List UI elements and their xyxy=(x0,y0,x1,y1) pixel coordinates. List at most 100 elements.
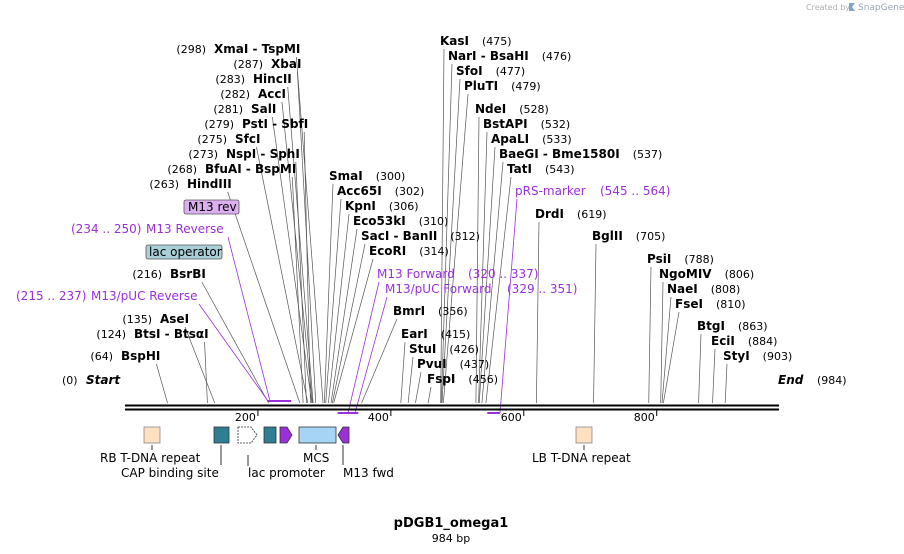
enzyme-position: (537) xyxy=(633,148,663,161)
enzyme-name: SalI xyxy=(251,102,276,116)
m13-fwd-glyph[interactable] xyxy=(337,426,350,444)
primer-prs-marker[interactable]: pRS-marker(545 .. 564) xyxy=(487,184,670,414)
enzyme-site-tati[interactable]: TatI(543) xyxy=(507,162,575,176)
enzyme-site-bglii[interactable]: BglII (705) xyxy=(592,229,665,243)
enzyme-site-ecii[interactable]: EciI(884) xyxy=(711,334,777,348)
enzyme-site-btgi[interactable]: BtgI(863) xyxy=(697,319,768,333)
m13-rev-glyph[interactable] xyxy=(279,426,293,444)
snapgene-logo-icon xyxy=(849,3,855,11)
enzyme-name: HindIII xyxy=(187,177,232,191)
enzyme-site-sfoi[interactable]: SfoI(477) xyxy=(456,64,525,78)
primer-leader-line xyxy=(347,281,380,414)
enzyme-site-kasi[interactable]: KasI(475) xyxy=(440,34,512,48)
enzyme-site-bmri[interactable]: BmrI(356) xyxy=(393,304,468,318)
enzyme-name: BmrI xyxy=(393,304,425,318)
primer-name: pRS-marker xyxy=(515,184,586,198)
enzyme-site-eari[interactable]: EarI(415) xyxy=(401,327,470,341)
enzyme-site-fsei[interactable]: FseI(810) xyxy=(675,297,746,311)
enzyme-position: (810) xyxy=(716,298,746,311)
lb-tdna-repeat-glyph[interactable] xyxy=(575,426,593,444)
enzyme-leader-line xyxy=(287,86,314,404)
enzyme-position: (124) xyxy=(96,328,126,341)
enzyme-leader-line xyxy=(660,281,664,404)
enzyme-site-bstapi[interactable]: BstAPI(532) xyxy=(483,117,570,131)
primer-m13-reverse[interactable]: M13 Reverse(234 .. 250) xyxy=(71,222,292,402)
enzyme-site-ngomiv[interactable]: NgoMIV(806) xyxy=(659,267,754,281)
enzyme-position: (705) xyxy=(636,230,666,243)
enzyme-site-kpni[interactable]: KpnI(306) xyxy=(345,199,419,213)
enzyme-leader-line xyxy=(440,48,445,404)
enzyme-site-asei[interactable]: AseI(135) xyxy=(122,312,189,326)
enzyme-site-ndei[interactable]: NdeI(528) xyxy=(475,102,549,116)
enzyme-leader-line xyxy=(443,93,469,404)
primer-m13-puc-forward[interactable]: M13/pUC Forward(329 .. 351) xyxy=(343,282,578,414)
enzyme-site-styi[interactable]: StyI(903) xyxy=(723,349,792,363)
enzyme-site-nari-bsahi[interactable]: NarI - BsaHI(476) xyxy=(448,49,571,63)
enzyme-site-drdi[interactable]: DrdI(619) xyxy=(535,207,607,221)
rb-tdna-repeat-glyph[interactable] xyxy=(143,426,161,444)
enzyme-leader-line xyxy=(201,281,269,404)
enzyme-position: (532) xyxy=(541,118,571,131)
enzyme-leader-line xyxy=(478,146,496,404)
lac-operator-glyph[interactable] xyxy=(263,426,277,444)
enzyme-position: (903) xyxy=(763,350,793,363)
enzyme-leader-line xyxy=(427,386,432,404)
enzyme-leader-line xyxy=(712,348,716,404)
enzyme-site-hincii[interactable]: HincII(283) xyxy=(215,72,291,86)
enzyme-site-sfci[interactable]: SfcI(275) xyxy=(197,132,260,146)
enzyme-site-naei[interactable]: NaeI(808) xyxy=(667,282,740,296)
enzyme-position: (479) xyxy=(511,80,541,93)
enzyme-position: (533) xyxy=(542,133,572,146)
enzyme-site-pvui[interactable]: PvuI(437) xyxy=(417,357,489,371)
enzyme-leader-line xyxy=(227,191,301,404)
enzyme-leader-line xyxy=(328,213,350,404)
enzyme-site-stui[interactable]: StuI(426) xyxy=(409,342,479,356)
tick-label: 800 xyxy=(634,411,655,424)
enzyme-site-xbai[interactable]: XbaI(287) xyxy=(233,57,301,71)
enzyme-name: EcoRI xyxy=(369,244,406,258)
enzyme-site-apali[interactable]: ApaLI (533) xyxy=(491,132,572,146)
enzyme-site-sali[interactable]: SalI(281) xyxy=(213,102,276,116)
enzyme-site-xmai-tspmi[interactable]: XmaI - TspMI(298) xyxy=(176,42,300,56)
enzyme-site-fspi[interactable]: FspI(456) xyxy=(427,372,498,386)
enzyme-position: (298) xyxy=(176,43,206,56)
enzyme-site-saci-banii[interactable]: SacI - BanII(312) xyxy=(361,229,480,243)
enzyme-position: (268) xyxy=(167,163,197,176)
enzyme-leader-line xyxy=(536,221,540,404)
enzyme-name: BfuAI - BspMI xyxy=(205,162,296,176)
end-label: End xyxy=(778,373,804,387)
mcs-glyph[interactable] xyxy=(298,426,337,444)
enzyme-site-bsrbi[interactable]: BsrBI(216) xyxy=(132,267,205,281)
enzyme-leader-line xyxy=(478,131,488,404)
enzyme-site-acc65i[interactable]: Acc65I(302) xyxy=(337,184,424,198)
enzyme-site-hindiii[interactable]: HindIII(263) xyxy=(149,177,231,191)
enzyme-position: (306) xyxy=(389,200,419,213)
enzyme-site-bfuai-bspmi[interactable]: BfuAI - BspMI (268) xyxy=(167,162,296,176)
enzyme-site-ecori[interactable]: EcoRI(314) xyxy=(369,244,449,258)
enzyme-name: ApaLI xyxy=(491,132,529,146)
enzyme-site-btsi-bts-i[interactable]: BtsI - BtsαI(124) xyxy=(96,327,208,341)
enzyme-site-smai[interactable]: SmaI(300) xyxy=(329,169,405,183)
rb-tdna-repeat-label: RB T-DNA repeat xyxy=(100,451,201,465)
boxed-label-m13-rev[interactable]: M13 rev xyxy=(183,199,240,215)
enzyme-site-nspi-sphi[interactable]: NspI - SphI(273) xyxy=(188,147,299,161)
enzyme-site-baegi-bme1580i[interactable]: BaeGI - Bme1580I(537) xyxy=(499,147,662,161)
enzyme-name: FspI xyxy=(427,372,455,386)
enzyme-name: BglII xyxy=(592,229,623,243)
primer-name: M13 Forward xyxy=(377,267,455,281)
enzyme-leader-line xyxy=(281,101,313,404)
enzyme-site-acci[interactable]: AccI(282) xyxy=(220,87,286,101)
boxed-label-lac-operator[interactable]: lac operator xyxy=(145,244,223,260)
primer-m13-puc-reverse[interactable]: M13/pUC Reverse(215 .. 237) xyxy=(16,289,283,402)
enzyme-site-pluti[interactable]: PluTI(479) xyxy=(464,79,541,93)
enzyme-site-eco53ki[interactable]: Eco53kI(310) xyxy=(353,214,448,228)
enzyme-leader-line xyxy=(415,371,422,404)
enzyme-site-bsphi[interactable]: BspHI(64) xyxy=(90,349,160,363)
lac-promoter-glyph[interactable] xyxy=(237,426,258,444)
enzyme-site-psti-sbfi[interactable]: PstI - SbfI(279) xyxy=(204,117,308,131)
enzyme-site-psii[interactable]: PsiI(788) xyxy=(647,252,714,266)
enzyme-position: (426) xyxy=(449,343,479,356)
cap-binding-site-glyph[interactable] xyxy=(213,426,230,444)
